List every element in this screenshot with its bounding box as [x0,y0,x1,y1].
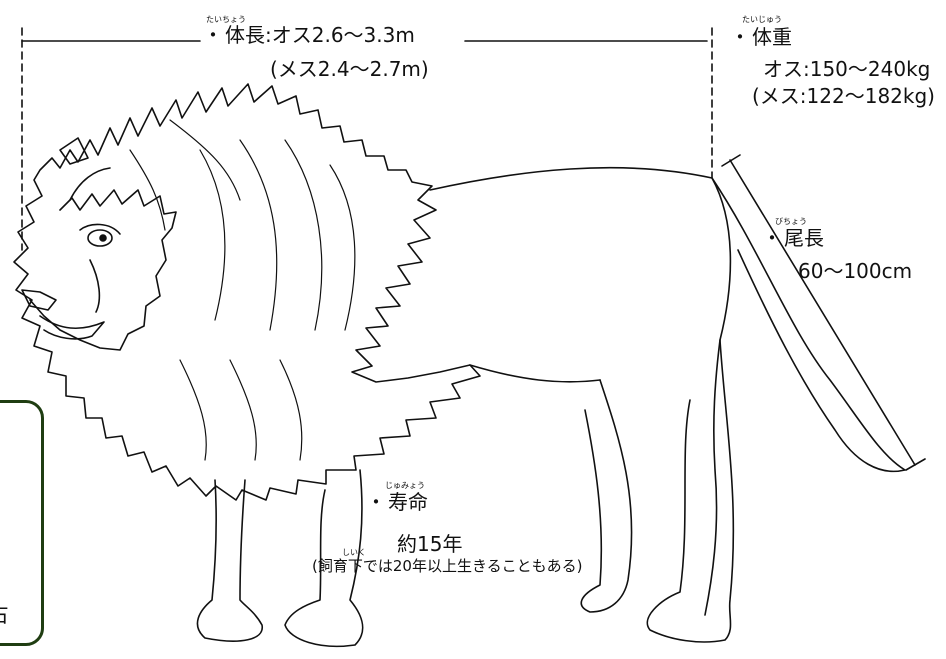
lifespan-value: 約15年 [397,532,463,556]
tail-label: ・尾長 [762,227,824,249]
lifespan-label: ・寿命 [366,491,428,513]
weight-label: ・体重 [730,26,792,48]
body-length-title: 体長 [225,23,265,47]
lifespan-note: (飼育下では20年以上生きることもある) [312,557,583,575]
body-length-dimension-line [21,27,713,251]
bullet-dot: ・ [203,23,223,47]
lifespan-title: 寿命 [388,490,428,514]
weight-female-value: (メス:122～182kg) [752,84,935,108]
lifespan-ruby: じゅみょう [385,481,425,490]
lion-hind-leg-left [580,379,633,613]
side-info-card: 占 [0,400,44,646]
tail-title: 尾長 [784,226,824,250]
side-card-text: 占 [0,597,9,629]
weight-title: 体重 [752,25,792,49]
weight-ruby: たいじゅう [742,15,782,24]
lion-face [21,167,177,351]
bullet-dot: ・ [730,25,750,49]
lion-hind-leg-right [646,339,735,643]
lion-front-leg-left [196,479,263,642]
tail-dimension-line [721,154,926,471]
body-length-label: ・体長:オス2.6～3.3m [203,24,415,46]
mane-strokes [129,119,356,461]
bullet-dot: ・ [762,226,782,250]
bullet-dot: ・ [366,490,386,514]
body-length-female-value: (メス2.4～2.7m) [270,57,429,81]
tail-ruby: びちょう [775,217,807,226]
weight-male-value: オス:150～240kg [763,57,931,81]
lion-front-leg-right [284,469,364,648]
lion-ear [59,137,89,165]
body-length-male-value: :オス2.6～3.3m [265,23,415,47]
lion-body [429,166,732,616]
tail-value: 60～100cm [798,259,913,283]
lifespan-note-ruby: しいく [342,548,366,557]
body-length-ruby: たいちょう [206,15,246,24]
lion-mane [13,83,481,501]
lion-belly [469,364,601,383]
lion-tail [711,177,906,473]
